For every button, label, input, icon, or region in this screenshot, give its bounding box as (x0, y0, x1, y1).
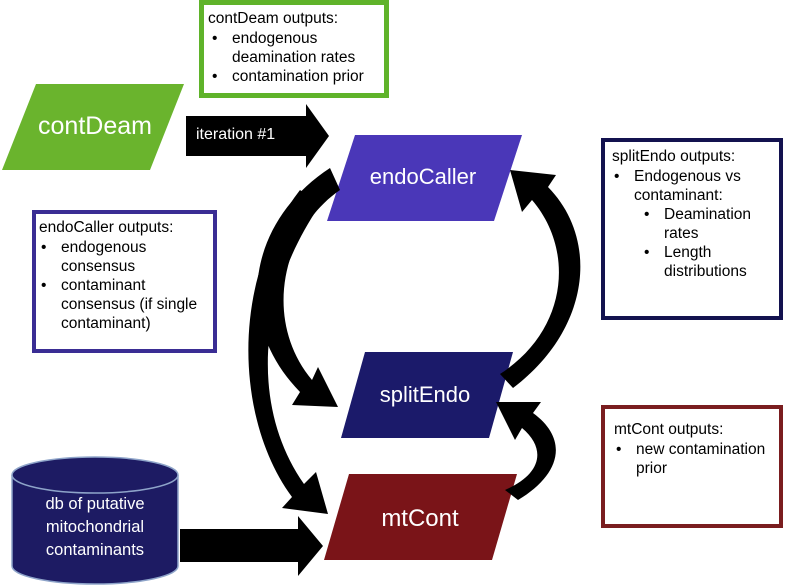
mtcont-node (324, 474, 517, 560)
splitendo-output-item: Endogenous vs contaminant: Deamination r… (614, 167, 773, 281)
iteration-label: iteration #1 (196, 126, 276, 143)
curve-arrow-splitendo-to-endocaller (500, 170, 581, 388)
mtcont-output-item: new contamination prior (616, 440, 773, 478)
endocaller-outputs-title: endoCaller outputs: (39, 219, 174, 236)
splitendo-output-subitem: Length distributions (644, 243, 773, 281)
mtcont-outputs-box: mtCont outputs: new contamination prior (601, 405, 783, 528)
contdeam-outputs-title: contDeam outputs: (208, 10, 339, 27)
splitendo-output-subitem: Deamination rates (644, 205, 773, 243)
mtcont-outputs-title: mtCont outputs: (614, 421, 724, 438)
splitendo-outputs-title: splitEndo outputs: (612, 148, 736, 165)
endocaller-label: endoCaller (369, 164, 477, 189)
contdeam-label: contDeam (38, 112, 152, 140)
endocaller-output-item: endogenous consensus (41, 238, 207, 276)
contdeam-output-item: contamination prior (212, 67, 378, 86)
endocaller-outputs-box: endoCaller outputs: endogenous consensus… (32, 210, 217, 353)
splitendo-node (341, 352, 513, 438)
splitendo-label: splitEndo (379, 382, 471, 407)
database-label-line-2: mitochondrial (45, 518, 145, 536)
curve-arrow-mtcont-to-splitendo (496, 402, 556, 500)
contdeam-outputs-box: contDeam outputs: endogenous deamination… (199, 0, 389, 98)
database-arrow (180, 516, 323, 576)
contdeam-output-item: endogenous deamination rates (212, 29, 378, 67)
database-label-line-1: db of putative (45, 495, 145, 513)
endocaller-node (327, 135, 522, 221)
database-cylinder (11, 456, 179, 585)
contdeam-node (2, 84, 184, 170)
database-label-line-3: contaminants (45, 541, 145, 559)
curve-arrow-endocaller-to-mtcont (248, 190, 328, 514)
iteration-arrow (186, 104, 329, 168)
splitendo-outputs-box: splitEndo outputs: Endogenous vs contami… (601, 138, 783, 320)
endocaller-output-item: contaminant consensus (if single contami… (41, 276, 207, 333)
database-label: db of putative mitochondrial contaminant… (14, 493, 176, 562)
mtcont-label: mtCont (381, 505, 459, 532)
splitendo-output-item-text: Endogenous vs contaminant: (634, 168, 741, 204)
